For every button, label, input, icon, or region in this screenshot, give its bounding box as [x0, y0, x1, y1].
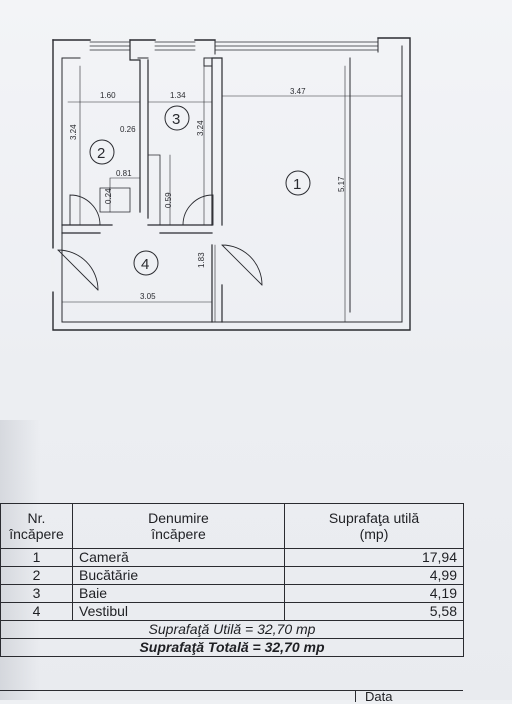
dim-3-47: 3.47	[290, 87, 306, 96]
footer-data-label: Data	[365, 689, 393, 704]
header-nr: Nr. încăpere	[0, 503, 73, 549]
table-header-row: Nr. încăpere Denumire încăpere Suprafaţa…	[0, 503, 464, 549]
header-area-line2: (mp)	[359, 526, 389, 542]
summary-util: Suprafaţă Utilă = 32,70 mp	[0, 620, 464, 639]
footer-separator	[355, 690, 356, 702]
dim-1-83: 1.83	[197, 252, 206, 268]
footer-top-border	[0, 690, 463, 691]
dim-0-59: 0.59	[164, 192, 173, 208]
dim-3-24-right: 3.24	[196, 120, 205, 136]
header-nr-line1: Nr.	[27, 510, 46, 526]
dim-0-26: 0.26	[120, 125, 136, 134]
row-area: 4,99	[284, 566, 464, 585]
header-area-line1: Suprafaţa utilă	[328, 510, 420, 526]
room-number-3: 3	[172, 111, 180, 128]
dim-0-24: 0.24	[104, 188, 113, 204]
row-nr: 1	[0, 548, 73, 567]
floor-plan: 1.60 1.34 3.47 3.24 3.24 0.26 0.81 0.24 …	[51, 37, 411, 331]
summary-total: Suprafaţă Totală = 32,70 mp	[0, 638, 464, 657]
table-row: 2 Bucătărie 4,99	[0, 566, 464, 585]
summary-total-row: Suprafaţă Totală = 32,70 mp	[0, 638, 464, 657]
row-nr: 2	[0, 566, 73, 585]
row-nr: 4	[0, 602, 73, 621]
header-name-line1: Denumire	[148, 510, 209, 526]
row-name: Cameră	[72, 548, 285, 567]
header-area: Suprafaţa utilă (mp)	[284, 503, 464, 549]
header-name-line2: încăpere	[151, 526, 206, 542]
dim-1-60: 1.60	[100, 91, 116, 100]
row-area: 17,94	[284, 548, 464, 567]
dim-3-05: 3.05	[140, 292, 156, 301]
row-name: Vestibul	[72, 602, 285, 621]
table-row: 3 Baie 4,19	[0, 584, 464, 603]
table-row: 1 Cameră 17,94	[0, 548, 464, 567]
row-nr: 3	[0, 584, 73, 603]
dim-0-81: 0.81	[116, 169, 132, 178]
dim-5-17: 5.17	[337, 176, 346, 192]
summary-util-row: Suprafaţă Utilă = 32,70 mp	[0, 620, 464, 639]
row-name: Bucătărie	[72, 566, 285, 585]
room-number-2: 2	[97, 145, 105, 162]
row-name: Baie	[72, 584, 285, 603]
table-row: 4 Vestibul 5,58	[0, 602, 464, 621]
table-footer-partial: Data	[0, 689, 463, 704]
rooms-table: Nr. încăpere Denumire încăpere Suprafaţa…	[0, 503, 464, 657]
header-nr-line2: încăpere	[9, 526, 64, 542]
dim-3-24-left: 3.24	[69, 124, 78, 140]
dim-1-34: 1.34	[170, 91, 186, 100]
row-area: 5,58	[284, 602, 464, 621]
room-number-1: 1	[293, 176, 301, 193]
row-area: 4,19	[284, 584, 464, 603]
header-name: Denumire încăpere	[72, 503, 285, 549]
room-number-4: 4	[141, 256, 149, 273]
